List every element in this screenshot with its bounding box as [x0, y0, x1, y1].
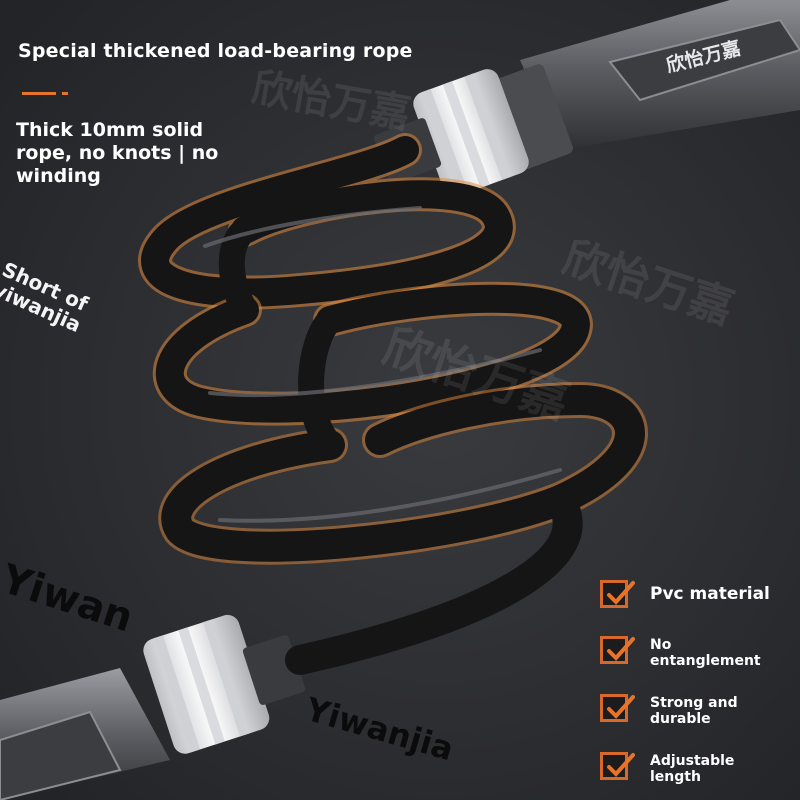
rope-description: Thick 10mm solid rope, no knots | no win…: [16, 119, 219, 187]
headline: Special thickened load-bearing rope: [18, 40, 413, 62]
feature-label: Strong and durable: [650, 695, 738, 727]
feature-label: Adjustable length: [650, 753, 735, 785]
feature-item: Pvc material: [600, 576, 796, 616]
feature-item: Strong and durable: [600, 690, 796, 730]
checkmark-box-icon: [600, 636, 635, 664]
checkmark-box-icon: [600, 752, 635, 780]
bottom-handle: [0, 614, 306, 800]
accent-dot: [62, 92, 68, 95]
feature-item: Adjustable length: [600, 748, 796, 788]
checkmark-box-icon: [600, 694, 635, 722]
feature-label: No entanglement: [650, 637, 761, 669]
accent-bar: [22, 92, 56, 95]
feature-label: Pvc material: [650, 584, 770, 604]
checkmark-box-icon: [600, 580, 635, 608]
feature-item: No entanglement: [600, 632, 796, 672]
coiled-rope: [138, 133, 648, 675]
